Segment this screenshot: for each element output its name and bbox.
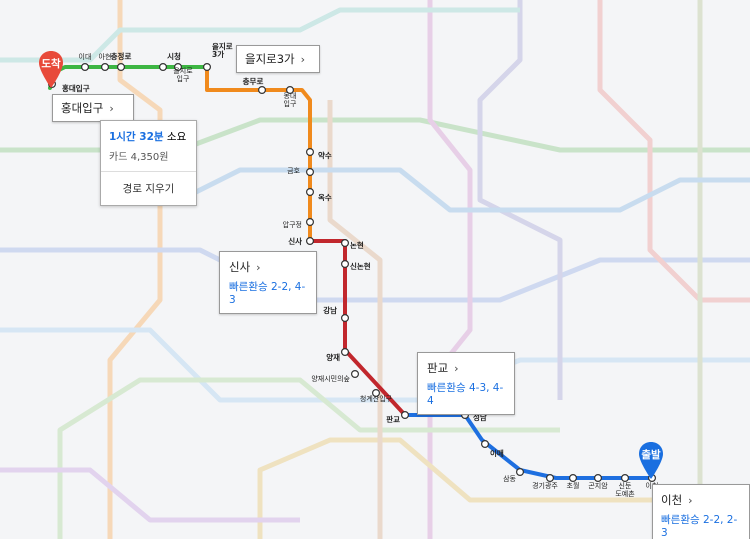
arrival-pin-label: 도착 [41,58,61,70]
station-label-gonjiam: 곤지암 [588,481,608,490]
station-marker-cheonggyesan[interactable] [372,389,381,398]
station-marker-pangyo[interactable] [401,411,410,420]
station-marker-dongdae[interactable] [286,85,295,94]
map-pin-icon [39,51,63,88]
callout-sinsa[interactable]: 신사 › 빠른환승 2-2, 4-3 [219,251,317,314]
station-label-cheonggyesan: 청계산입구 [360,394,393,403]
total-time: 1시간 32분 [109,131,164,143]
chevron-right-icon: › [109,101,114,115]
callout-sinsa-transfer: 빠른환승 2-2, 4-3 [229,281,306,306]
station-marker-samdong[interactable] [515,468,524,477]
station-label-ahyeon: 아현 [99,52,112,61]
route-summary-card: 1시간 32분 소요 카드 4,350원 경로 지우기 [100,120,197,206]
station-marker-apgujeong[interactable] [306,218,315,227]
station-marker-nonhyeon[interactable] [341,239,350,248]
station-label-chungmuro: 충무로 [243,76,264,86]
station-label-pangyo: 판교 [386,414,400,424]
station-marker-geumho[interactable] [306,168,315,177]
total-time-suffix: 소요 [166,131,187,143]
station-marker-gangnam[interactable] [341,314,350,323]
background-line-13 [178,167,750,213]
callout-pangyo-name: 판교 [427,361,449,375]
station-marker-idae[interactable] [80,62,89,71]
station-marker-imae[interactable] [481,440,490,449]
callout-euljiro3[interactable]: 을지로3가 › [236,45,320,73]
clear-route-button[interactable]: 경로 지우기 [101,171,196,205]
background-line-2 [0,247,750,303]
callout-icheon-name: 이천 [661,493,683,507]
station-label-yangjae_citizens: 양재시민의숲 [311,374,350,383]
chevron-right-icon: › [256,260,261,274]
station-label-seongnam: 성남 [473,412,487,422]
station-label-gangnam: 강남 [323,305,337,315]
station-marker-chowol[interactable] [568,474,577,483]
station-label-idae: 이대 [79,52,92,61]
station-label-chungjeongno: 충정로 [111,51,132,61]
chevron-right-icon: › [688,493,693,507]
background-line-6 [57,377,560,539]
background-line-12 [0,467,300,523]
station-marker-oksu[interactable] [306,188,315,197]
arrival-pin[interactable]: 도착 [38,50,64,90]
chevron-right-icon: › [454,361,459,375]
station-marker-chungjeongno[interactable] [116,62,125,71]
callout-icheon-transfer: 빠른환승 2-2, 2-3 [661,514,738,539]
callout-euljiro3-name: 을지로3가 [245,52,295,66]
station-marker-sindun[interactable] [620,474,629,483]
station-marker-euljiro3[interactable] [203,62,212,71]
station-label-yangjae: 양재 [326,352,340,362]
station-label-sinsa: 신사 [288,236,302,246]
station-label-nonhyeon: 논현 [350,240,364,250]
station-label-hongdae: 홍대입구 [62,83,90,93]
map-pin-icon [639,442,663,479]
departure-pin[interactable]: 출발 [638,441,664,481]
callout-pangyo[interactable]: 판교 › 빠른환승 4-3, 4-4 [417,352,515,415]
station-label-cityhall: 시청 [167,51,181,61]
departure-pin-label: 출발 [641,449,661,461]
station-label-gyeonggi_gwangju: 경기광주 [532,481,558,490]
fare-text: 카드 4,350원 [109,152,169,163]
station-label-sinnonhyeon: 신논현 [350,261,371,271]
background-line-8 [477,0,563,400]
callout-pangyo-transfer: 빠른환승 4-3, 4-4 [427,382,504,407]
route-segment-1 [205,65,312,243]
station-marker-sinsa[interactable] [306,237,315,246]
station-marker-euljiro_ipgu[interactable] [174,62,183,71]
station-marker-gyeonggi_gwangju[interactable] [545,474,554,483]
station-marker-cityhall[interactable] [159,62,168,71]
station-label-oksu: 옥수 [318,192,332,202]
station-label-imae: 이매 [490,448,504,458]
station-marker-gonjiam[interactable] [593,474,602,483]
route-segment-2 [308,239,407,417]
route-segment-3 [403,413,654,480]
station-label-apgujeong: 압구정 [283,220,302,229]
station-label-samdong: 삼동 [503,474,516,483]
station-label-chowol: 초월 [567,481,580,490]
background-line-7 [257,437,750,539]
callout-icheon[interactable]: 이천 › 빠른환승 2-2, 2-3 [652,484,750,539]
station-marker-yangjae[interactable] [341,348,350,357]
station-label-geumho: 금호 [287,167,300,175]
background-line-10 [327,100,383,539]
station-marker-yangjae_citizens[interactable] [351,370,360,379]
station-marker-ahyeon[interactable] [100,62,109,71]
station-marker-chungmuro[interactable] [258,85,267,94]
callout-hongik-name: 홍대입구 [61,101,104,115]
chevron-right-icon: › [300,52,306,66]
callout-sinsa-name: 신사 [229,260,251,274]
station-marker-yaksu[interactable] [306,148,315,157]
background-line-9 [0,7,520,63]
station-label-yaksu: 약수 [318,150,332,160]
station-marker-sinnonhyeon[interactable] [341,260,350,269]
callout-hongik[interactable]: 홍대입구 › [52,94,134,122]
